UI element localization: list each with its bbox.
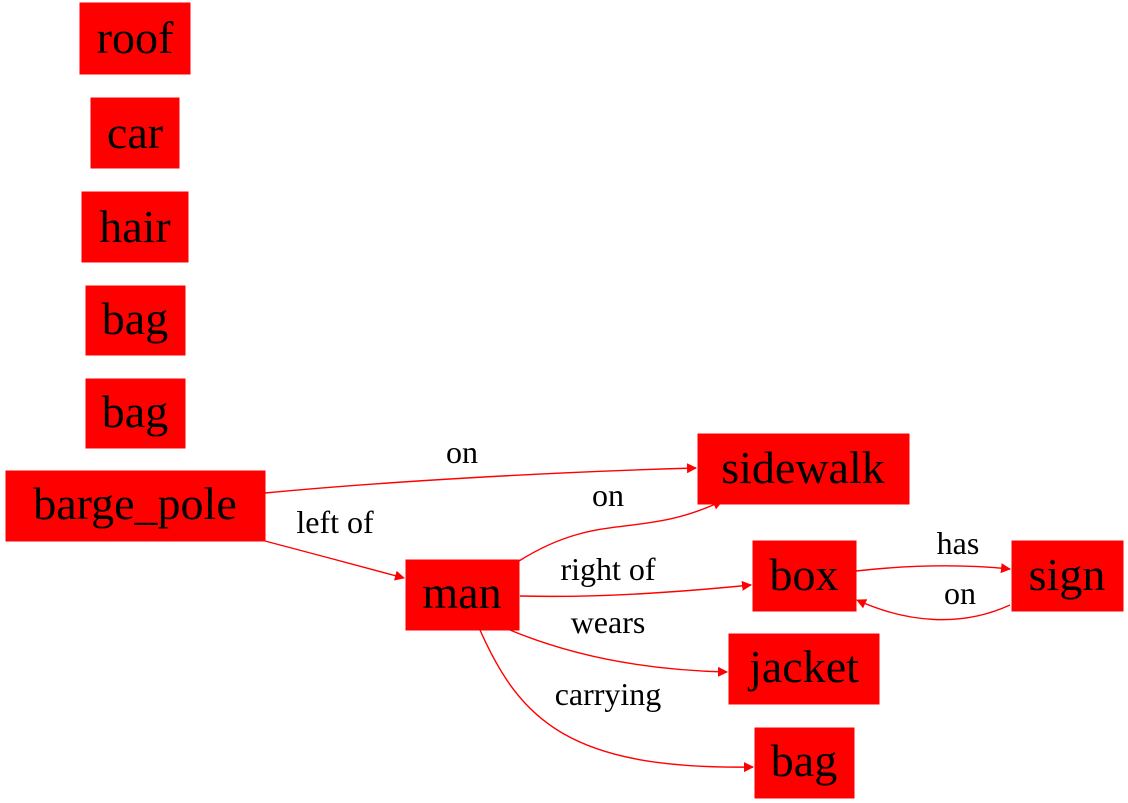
node-bag: bag bbox=[85, 285, 186, 356]
node-label: sidewalk bbox=[721, 442, 885, 493]
node-car: car bbox=[90, 97, 180, 169]
node-label: sign bbox=[1029, 549, 1106, 600]
node-roof: roof bbox=[79, 2, 191, 75]
edge-sign-on-box: on bbox=[856, 575, 1011, 621]
node-label: box bbox=[770, 549, 839, 600]
node-label: roof bbox=[97, 12, 174, 63]
node-label: barge_pole bbox=[33, 478, 237, 529]
edge-man-wears-jacket: wears bbox=[509, 604, 728, 677]
node-hair: hair bbox=[81, 191, 189, 263]
edge-barge-pole-on-sidewalk: on bbox=[264, 434, 697, 494]
edge-label: on bbox=[592, 477, 624, 513]
node-label: bag bbox=[102, 386, 168, 437]
edges: on left of on right of has on wears bbox=[264, 434, 1011, 773]
edge-label: on bbox=[446, 434, 478, 470]
edge-man-on-sidewalk: on bbox=[518, 477, 723, 562]
edge-label: wears bbox=[571, 604, 646, 640]
edge-label: has bbox=[937, 525, 980, 561]
node-label: man bbox=[422, 567, 501, 618]
nodes: roof car hair bag bag barge_pole man bbox=[5, 2, 1124, 799]
edge-man-carrying-bag: carrying bbox=[479, 629, 754, 773]
node-sign: sign bbox=[1011, 540, 1124, 612]
edge-label: carrying bbox=[555, 676, 662, 712]
node-bag: bag bbox=[85, 378, 186, 449]
edge-label: left of bbox=[296, 504, 374, 540]
node-label: bag bbox=[771, 735, 837, 786]
node-jacket: jacket bbox=[728, 633, 880, 705]
node-bag: bag bbox=[754, 727, 855, 799]
node-barge-pole: barge_pole bbox=[5, 470, 266, 542]
edge-barge-pole-left-of-man: left of bbox=[264, 504, 405, 581]
node-label: hair bbox=[99, 201, 171, 252]
edge-man-right-of-box: right of bbox=[519, 551, 752, 598]
node-box: box bbox=[752, 540, 857, 612]
node-sidewalk: sidewalk bbox=[697, 433, 910, 505]
edge-box-has-sign: has bbox=[855, 525, 1011, 574]
node-label: jacket bbox=[747, 641, 859, 692]
node-label: car bbox=[107, 107, 163, 158]
edge-label: right of bbox=[560, 551, 655, 587]
node-label: bag bbox=[102, 293, 168, 344]
edge-label: on bbox=[944, 575, 976, 611]
node-man: man bbox=[405, 559, 520, 631]
